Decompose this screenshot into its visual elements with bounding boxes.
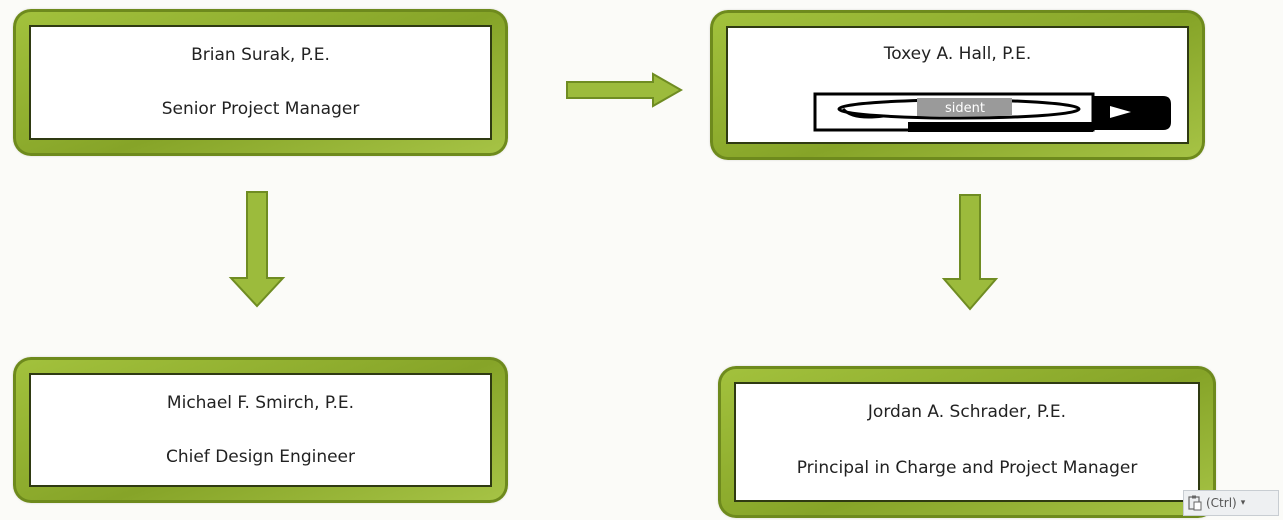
node-schrader-title: Principal in Charge and Project Manager [796,458,1138,478]
node-smirch-inner: Michael F. Smirch, P.E. Chief Design Eng… [29,373,492,487]
node-hall: Toxey A. Hall, P.E. sident [710,10,1205,160]
node-surak-inner: Brian Surak, P.E. Senior Project Manager [29,25,492,140]
node-schrader-name: Jordan A. Schrader, P.E. [867,402,1067,422]
paste-options-label: (Ctrl) [1206,496,1237,510]
arrow-hall-to-schrader [941,194,999,311]
node-surak-name: Brian Surak, P.E. [191,45,330,65]
arrow-surak-to-hall [566,72,684,108]
node-hall-title: sident [945,101,985,116]
node-hall-name: Toxey A. Hall, P.E. [883,44,1032,64]
arrow-surak-to-smirch [228,191,286,308]
node-smirch: Michael F. Smirch, P.E. Chief Design Eng… [13,357,508,503]
node-surak-title: Senior Project Manager [161,99,360,119]
node-schrader-inner: Jordan A. Schrader, P.E. Principal in Ch… [734,382,1200,502]
node-smirch-name: Michael F. Smirch, P.E. [166,393,355,413]
pen-icon: sident [813,92,1171,132]
node-smirch-title: Chief Design Engineer [165,447,356,467]
chevron-down-icon: ▾ [1240,498,1246,508]
clipboard-icon [1188,495,1202,511]
node-surak: Brian Surak, P.E. Senior Project Manager [13,9,508,156]
node-schrader: Jordan A. Schrader, P.E. Principal in Ch… [718,366,1216,518]
paste-options-button[interactable]: (Ctrl) ▾ [1183,490,1279,516]
node-hall-inner: Toxey A. Hall, P.E. sident [726,26,1189,144]
